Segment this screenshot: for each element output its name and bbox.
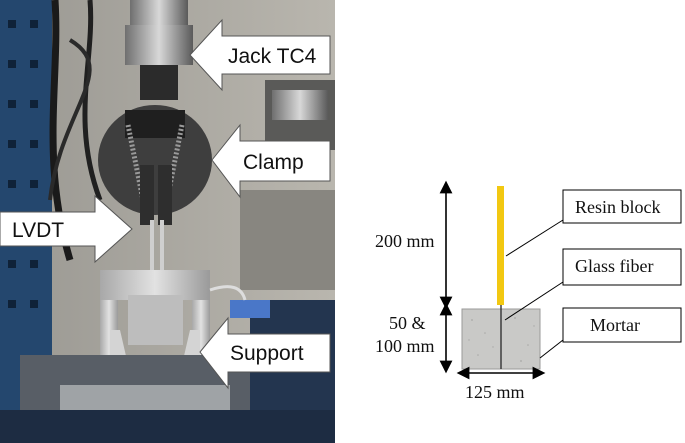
callout-jack-label: Jack TC4 [228, 45, 317, 68]
dimension-label-mortar-2: 100 mm [375, 336, 435, 356]
dimension-label-mortar-1: 50 & [389, 313, 426, 333]
callout-fiber-label: Glass fiber [575, 256, 653, 276]
jack-cylinder [125, 0, 193, 100]
lvdt-sensor [230, 300, 270, 318]
dimension-label-200: 200 mm [375, 231, 435, 251]
resin-block [497, 186, 504, 305]
callout-resin-label: Resin block [575, 197, 661, 217]
callout-mortar-label: Mortar [590, 315, 640, 335]
callout-jack: Jack TC4 [189, 18, 331, 92]
dimension-label-width: 125 mm [465, 382, 525, 402]
callout-lvdt-label: LVDT [12, 219, 64, 242]
callout-resin: Resin block [505, 189, 682, 257]
callout-fiber: Glass fiber [504, 248, 682, 321]
callout-support-label: Support [230, 342, 304, 365]
callout-lvdt: LVDT [0, 194, 133, 264]
callout-clamp: Clamp [211, 123, 331, 199]
callout-clamp-label: Clamp [243, 151, 304, 174]
test-setup-photo: Jack TC4 Clamp LVDT Support [0, 0, 335, 443]
specimen-diagram: 200 mm 50 & 100 mm 125 mm Resin block Gl… [345, 0, 685, 443]
callout-mortar: Mortar [539, 307, 682, 359]
callout-support: Support [199, 316, 331, 390]
